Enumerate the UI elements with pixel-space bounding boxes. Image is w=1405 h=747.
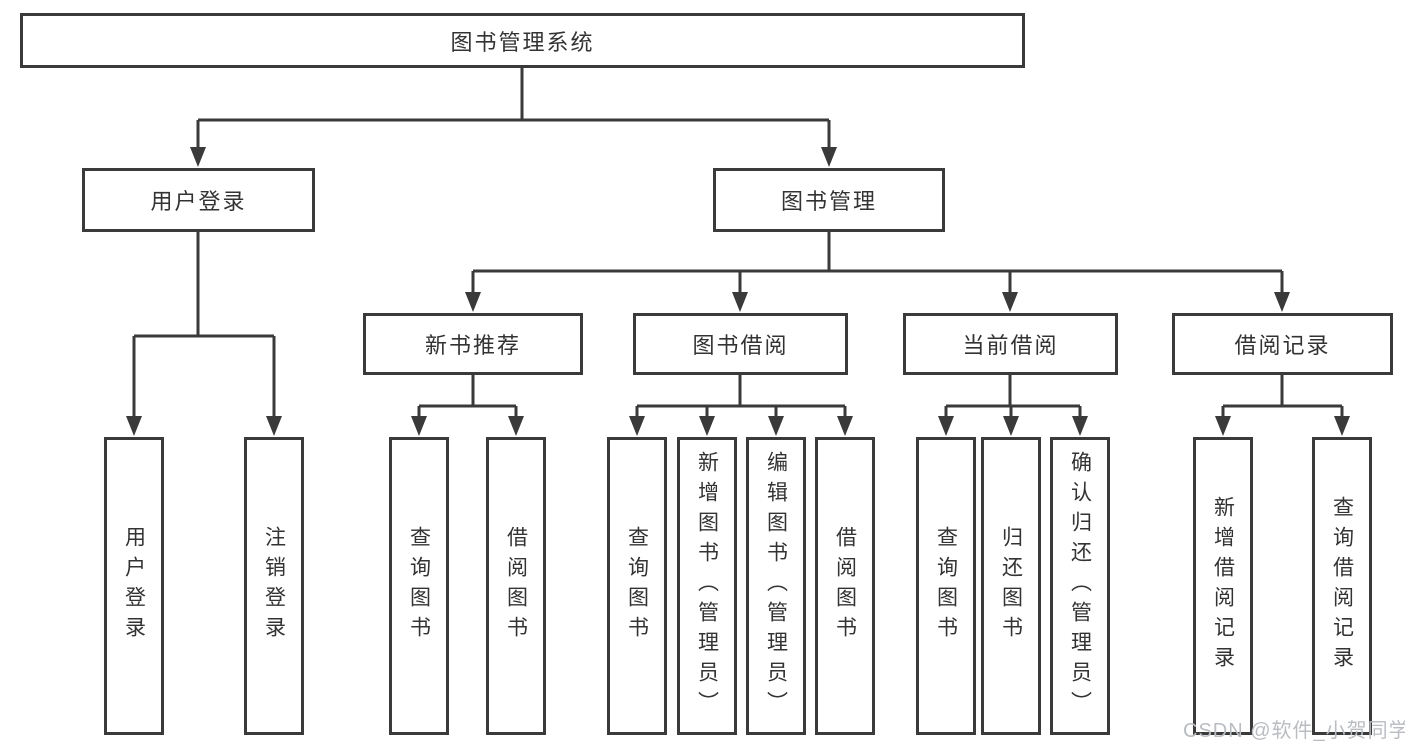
connector-borrow-records-to-leaves	[1215, 375, 1350, 436]
leaf-add-borrow-record: 新增借阅记录	[1193, 437, 1253, 735]
node-root-label: 图书管理系统	[450, 29, 595, 55]
leaf-current-query-book-label: 查询图书	[934, 526, 958, 646]
leaf-return-book: 归还图书	[981, 437, 1041, 735]
leaf-newrec-borrow-book: 借阅图书	[486, 437, 546, 735]
leaf-borrow-book-label: 借阅图书	[833, 526, 857, 646]
connector-new-book-recommend-to-leaves	[411, 375, 524, 436]
leaf-query-borrow-record: 查询借阅记录	[1312, 437, 1372, 735]
connector-user-login-to-leaves	[126, 232, 282, 436]
leaf-current-query-book: 查询图书	[916, 437, 976, 735]
node-user-login: 用户登录	[82, 168, 315, 232]
leaf-borrow-query-book-label: 查询图书	[625, 526, 649, 646]
connector-book-borrow-to-leaves	[629, 375, 853, 436]
node-user-login-label: 用户登录	[150, 189, 247, 214]
node-current-borrow: 当前借阅	[903, 313, 1118, 375]
node-book-borrow-label: 图书借阅	[692, 333, 789, 358]
leaf-borrow-query-book: 查询图书	[607, 437, 667, 735]
leaf-confirm-return-admin-label: 确认归还（管理员）	[1068, 451, 1092, 721]
node-current-borrow-label: 当前借阅	[962, 333, 1059, 358]
leaf-borrow-book: 借阅图书	[815, 437, 875, 735]
node-new-book-recommend: 新书推荐	[363, 313, 583, 375]
leaf-user-login-label: 用户登录	[122, 526, 146, 646]
node-book-management: 图书管理	[713, 168, 945, 232]
node-book-management-label: 图书管理	[780, 189, 877, 214]
node-borrow-records: 借阅记录	[1172, 313, 1393, 375]
connector-book-management-to-level3	[465, 232, 1290, 312]
leaf-add-book-admin-label: 新增图书（管理员）	[695, 451, 719, 721]
leaf-query-borrow-record-label: 查询借阅记录	[1330, 496, 1354, 676]
node-root: 图书管理系统	[20, 13, 1025, 68]
leaf-logout-label: 注销登录	[262, 526, 286, 646]
leaf-add-book-admin: 新增图书（管理员）	[677, 437, 737, 735]
leaf-logout: 注销登录	[244, 437, 304, 735]
node-borrow-records-label: 借阅记录	[1234, 333, 1331, 358]
node-new-book-recommend-label: 新书推荐	[424, 333, 521, 358]
leaf-newrec-query-book: 查询图书	[389, 437, 449, 735]
node-book-borrow: 图书借阅	[633, 313, 848, 375]
leaf-return-book-label: 归还图书	[999, 526, 1023, 646]
leaf-user-login: 用户登录	[104, 437, 164, 735]
leaf-confirm-return-admin: 确认归还（管理员）	[1050, 437, 1110, 735]
leaf-newrec-borrow-book-label: 借阅图书	[504, 526, 528, 646]
leaf-edit-book-admin-label: 编辑图书（管理员）	[764, 451, 788, 721]
leaf-add-borrow-record-label: 新增借阅记录	[1211, 496, 1235, 676]
leaf-edit-book-admin: 编辑图书（管理员）	[746, 437, 806, 735]
connector-root-to-level2	[190, 68, 837, 167]
leaf-newrec-query-book-label: 查询图书	[407, 526, 431, 646]
connector-current-borrow-to-leaves	[938, 375, 1088, 436]
csdn-watermark: CSDN @软件_小贺同学	[1183, 720, 1405, 742]
